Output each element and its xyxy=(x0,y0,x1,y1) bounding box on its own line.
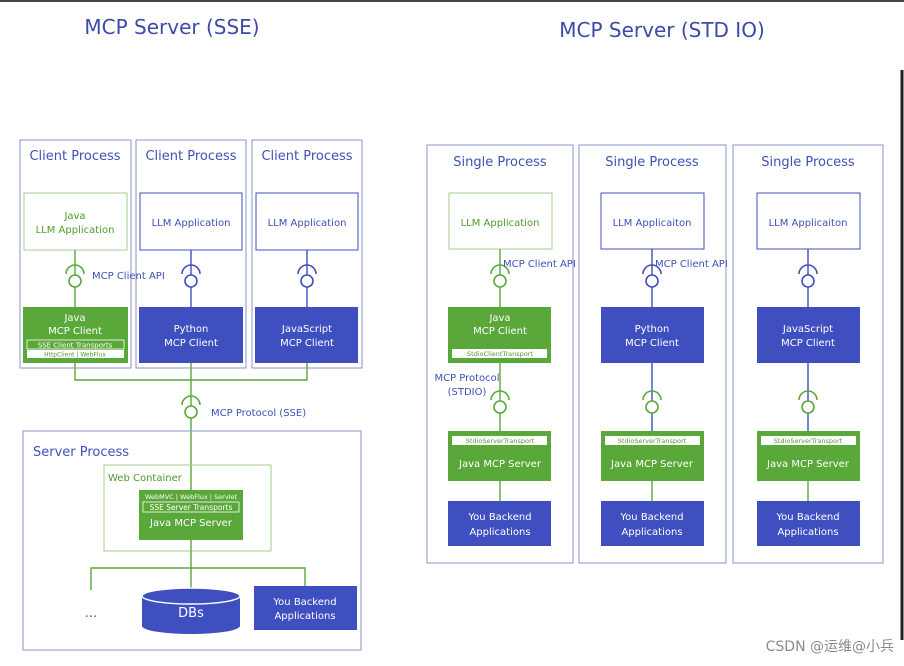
llm-app-box-3 xyxy=(255,192,359,251)
stdio-python-client-line-b: MCP Client xyxy=(625,338,679,349)
javascript-mcp-client-line-a: JavaScript xyxy=(281,324,332,335)
llm-app-label-2: LLM Application xyxy=(152,218,231,229)
sse-backend-line-a: You Backend xyxy=(272,597,336,608)
java-mcp-server-box xyxy=(139,490,243,540)
left-title: MCP Server (SSE) xyxy=(84,15,259,39)
stdio-python-client-line-a: Python xyxy=(635,324,670,335)
stdio-llm-app-label-3: LLM Applicaiton xyxy=(769,218,848,229)
javascript-mcp-client-line-b: MCP Client xyxy=(280,338,334,349)
single-process-header-1: Single Process xyxy=(453,155,547,170)
python-mcp-client-box xyxy=(139,307,243,363)
stdio-server-transport-strip-3 xyxy=(761,436,856,445)
single-process-box-1 xyxy=(426,144,574,564)
stdio-javascript-client-line-a: JavaScript xyxy=(782,324,833,335)
stdio-client-transport-strip xyxy=(452,349,547,358)
sse-server-transport-label: SSE Server Transports xyxy=(150,503,233,512)
sse-backend-line-b: Applications xyxy=(274,611,335,622)
stdio-server-transport-strip-2 xyxy=(605,436,700,445)
right-title: MCP Server (STD IO) xyxy=(559,18,765,42)
single-process-header-2: Single Process xyxy=(605,155,699,170)
sse-client-transport-label: SSE Client Transports xyxy=(38,342,113,350)
server-top-transports-label: WebMVC | WebFlux | Servlet xyxy=(145,493,238,501)
web-container-label: Web Container xyxy=(108,473,183,484)
sse-server-transport-strip xyxy=(142,501,240,513)
stdio-server-transport-label-2: StdioServerTransport xyxy=(618,437,687,445)
client-process-header-1: Client Process xyxy=(29,149,120,164)
javascript-mcp-client-box xyxy=(255,307,358,363)
client-process-header-2: Client Process xyxy=(145,149,236,164)
single-process-header-3: Single Process xyxy=(761,155,855,170)
stdio-java-server-label-1: Java MCP Server xyxy=(458,459,542,470)
llm-app-line-1b: LLM Application xyxy=(36,225,115,236)
stdio-backend-line-3b: Applications xyxy=(777,527,838,538)
stdio-backend-box-2 xyxy=(601,501,704,546)
stdio-server-transport-label-3: StdioServerTransport xyxy=(774,437,843,445)
stdio-server-transport-strip-1 xyxy=(452,436,547,445)
stdio-protocol-label-a: MCP Protocol xyxy=(434,373,499,384)
stdio-client-api-label-2: MCP Client API xyxy=(655,259,728,270)
stdio-java-server-label-3: Java MCP Server xyxy=(766,459,850,470)
stdio-backend-box-1 xyxy=(448,501,551,546)
stdio-backend-box-3 xyxy=(757,501,860,546)
csdn-watermark: CSDN @运维@小兵 xyxy=(766,639,894,655)
stdio-backend-line-3a: You Backend xyxy=(775,512,839,523)
python-mcp-client-line-a: Python xyxy=(174,324,209,335)
llm-app-box-1 xyxy=(23,192,128,251)
client-process-header-3: Client Process xyxy=(261,149,352,164)
stdio-backend-line-2b: Applications xyxy=(621,527,682,538)
stdio-client-transport-label: StdioClientTransport xyxy=(467,350,533,358)
dbs-cylinder-icon xyxy=(141,587,241,634)
llm-app-line-1a: Java xyxy=(63,211,85,222)
backend-branch-line xyxy=(90,567,306,590)
java-mcp-client-line-b: MCP Client xyxy=(48,326,102,337)
stdio-backend-line-2a: You Backend xyxy=(619,512,683,523)
mcp-client-api-label: MCP Client API xyxy=(92,271,165,282)
stdio-llm-app-box-2 xyxy=(600,192,705,250)
java-mcp-server-label: Java MCP Server xyxy=(149,518,233,529)
single-process-box-3 xyxy=(732,144,884,564)
stdio-backend-line-1a: You Backend xyxy=(467,512,531,523)
server-process-header: Server Process xyxy=(33,445,129,460)
stdio-llm-app-label-1: LLM Application xyxy=(461,218,540,229)
stdio-llm-app-label-2: LLM Applicaiton xyxy=(613,218,692,229)
mcp-protocol-sse-label: MCP Protocol (SSE) xyxy=(211,408,306,419)
stdio-server-transport-label-1: StdioServerTransport xyxy=(466,437,535,445)
more-backends-ellipsis: ... xyxy=(85,606,97,621)
stdio-llm-app-box-1 xyxy=(448,192,553,250)
stdio-python-client-box xyxy=(601,307,704,363)
stdio-java-client-line-b: MCP Client xyxy=(473,326,527,337)
stdio-client-api-label-1: MCP Client API xyxy=(503,259,576,270)
sse-client-transport-strip xyxy=(26,339,125,350)
dbs-label: DBs xyxy=(178,606,204,621)
java-mcp-client-line-a: Java xyxy=(63,313,85,324)
stdio-java-server-label-2: Java MCP Server xyxy=(610,459,694,470)
stdio-protocol-label-b: (STDIO) xyxy=(448,387,487,398)
stdio-javascript-client-box xyxy=(757,307,860,363)
stdio-java-client-line-a: Java xyxy=(488,313,510,324)
sse-backend-box xyxy=(254,586,357,630)
web-container-box xyxy=(103,464,272,552)
llm-app-label-3: LLM Application xyxy=(268,218,347,229)
sse-client-transport-sub-strip xyxy=(27,350,124,358)
server-process-box xyxy=(22,430,362,651)
sse-client-transport-sub-label: HttpClient | WebFlux xyxy=(44,352,106,359)
single-process-box-2 xyxy=(578,144,727,564)
stdio-javascript-client-line-b: MCP Client xyxy=(781,338,835,349)
python-mcp-client-line-b: MCP Client xyxy=(164,338,218,349)
stdio-backend-line-1b: Applications xyxy=(469,527,530,538)
